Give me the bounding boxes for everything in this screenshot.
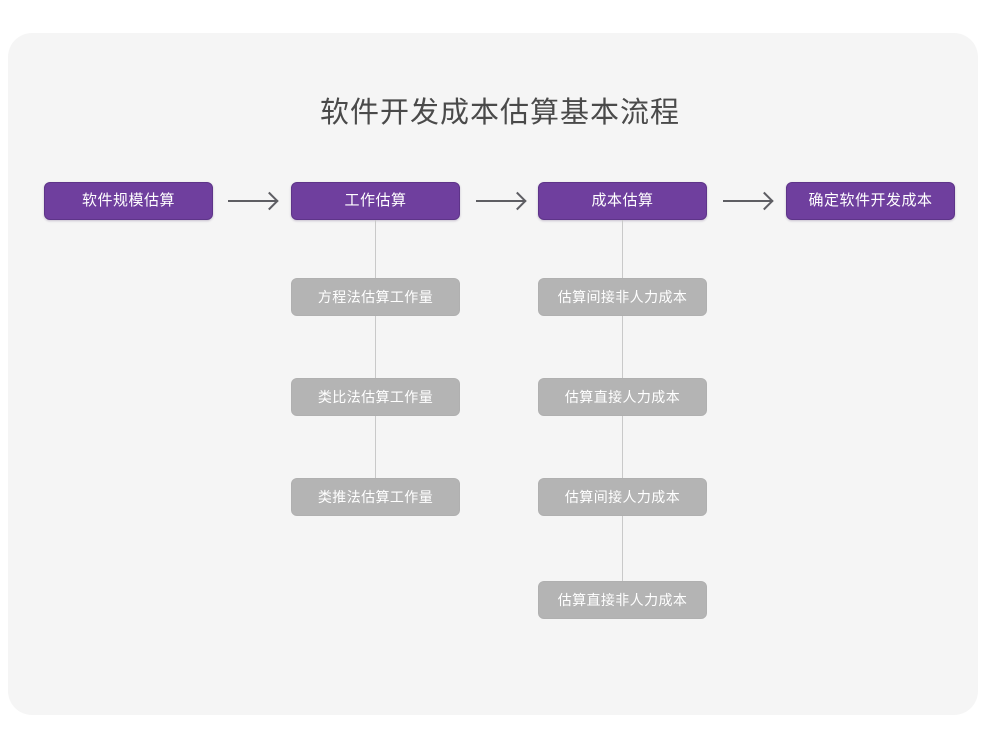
connector-line-work-2 xyxy=(375,416,376,478)
branch-node-label: 估算直接人力成本 xyxy=(564,389,681,405)
flow-node-step-2[interactable]: 工作估算 xyxy=(291,182,460,220)
right-arrow-icon-2 xyxy=(476,191,527,211)
branch-node-work-3[interactable]: 类推法估算工作量 xyxy=(291,478,460,516)
diagram-card xyxy=(8,33,978,715)
arrow-shaft xyxy=(723,200,771,202)
connector-line-cost-1 xyxy=(622,316,623,378)
flow-node-label: 软件规模估算 xyxy=(81,192,175,209)
right-arrow-icon-1 xyxy=(228,191,279,211)
branch-node-label: 方程法估算工作量 xyxy=(317,289,434,305)
arrow-head xyxy=(260,191,279,211)
branch-node-label: 类推法估算工作量 xyxy=(317,489,434,505)
flow-node-label: 成本估算 xyxy=(591,192,654,209)
connector-line-cost-0 xyxy=(622,220,623,278)
flow-node-step-4[interactable]: 确定软件开发成本 xyxy=(786,182,955,220)
flow-node-step-3[interactable]: 成本估算 xyxy=(538,182,707,220)
right-arrow-icon-3 xyxy=(723,191,774,211)
branch-node-cost-1[interactable]: 估算间接非人力成本 xyxy=(538,278,707,316)
flow-node-label: 工作估算 xyxy=(344,192,407,209)
branch-node-label: 估算间接人力成本 xyxy=(564,489,681,505)
connector-line-cost-2 xyxy=(622,416,623,478)
flow-node-step-1[interactable]: 软件规模估算 xyxy=(44,182,213,220)
arrow-head xyxy=(508,191,527,211)
connector-line-work-1 xyxy=(375,316,376,378)
branch-node-cost-2[interactable]: 估算直接人力成本 xyxy=(538,378,707,416)
arrow-shaft xyxy=(476,200,524,202)
arrow-head xyxy=(755,191,774,211)
branch-node-cost-4[interactable]: 估算直接非人力成本 xyxy=(538,581,707,619)
connector-line-work-0 xyxy=(375,220,376,278)
branch-node-work-2[interactable]: 类比法估算工作量 xyxy=(291,378,460,416)
branch-node-label: 类比法估算工作量 xyxy=(317,389,434,405)
connector-line-cost-3 xyxy=(622,516,623,581)
arrow-shaft xyxy=(228,200,276,202)
flow-node-label: 确定软件开发成本 xyxy=(808,192,933,209)
branch-node-cost-3[interactable]: 估算间接人力成本 xyxy=(538,478,707,516)
branch-node-work-1[interactable]: 方程法估算工作量 xyxy=(291,278,460,316)
branch-node-label: 估算间接非人力成本 xyxy=(557,289,688,305)
page-title: 软件开发成本估算基本流程 xyxy=(319,97,680,129)
branch-node-label: 估算直接非人力成本 xyxy=(557,592,688,608)
